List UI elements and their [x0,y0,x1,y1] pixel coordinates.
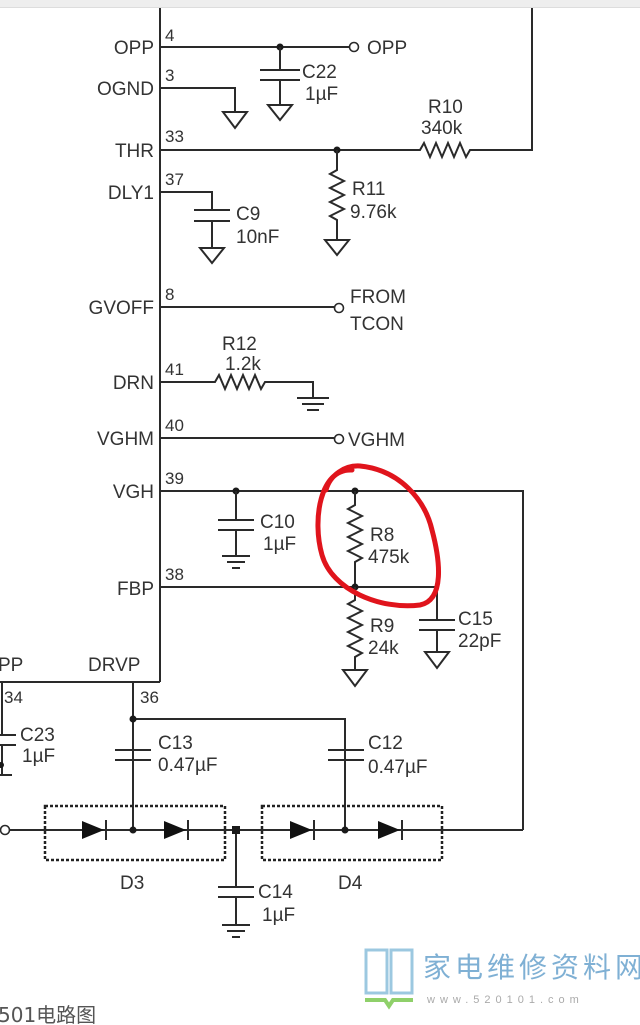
svg-text:8: 8 [165,285,174,304]
svg-text:3: 3 [165,66,174,85]
pin-pp: PP 34 C23 1µF [0,655,55,776]
svg-text:33: 33 [165,127,184,146]
diode-d4: D4 [260,804,444,894]
svg-text:475k: 475k [368,547,410,568]
pin-vgh: VGH 39 [113,469,524,830]
svg-text:D4: D4 [338,873,363,894]
svg-text:C12: C12 [368,733,403,754]
capacitor-c12: C12 0.47µF [328,733,428,778]
svg-text:9.76k: 9.76k [350,202,397,223]
svg-text:R9: R9 [370,616,394,637]
resistor-r9: R9 24k [341,587,399,688]
capacitor-c22: C22 1µF [260,47,338,122]
pin-gvoff: GVOFF 8 FROM TCON [89,285,406,335]
svg-text:1.2k: 1.2k [225,354,261,375]
svg-text:38: 38 [165,565,184,584]
svg-text:FROM: FROM [350,287,406,308]
top-strip [0,0,640,7]
svg-text:36: 36 [140,688,159,707]
svg-text:THR: THR [115,141,154,162]
svg-text:1µF: 1µF [262,905,295,926]
svg-text:37: 37 [165,170,184,189]
svg-text:41: 41 [165,360,184,379]
svg-text:R8: R8 [370,525,394,546]
pin-drn: DRN 41 R12 1.2k [113,334,329,411]
svg-text:C10: C10 [260,512,295,533]
capacitor-c10: C10 1µF [218,491,296,569]
terminal-opp [348,41,360,53]
highlight-circle [315,463,441,609]
svg-text:DRVP: DRVP [88,655,140,676]
pin-dly1: DLY1 37 C9 10nF [108,170,279,265]
svg-text:TCON: TCON [350,314,404,335]
resistor-r8: R8 475k [345,491,410,587]
svg-text:C14: C14 [258,882,293,903]
svg-text:0.47µF: 0.47µF [158,755,218,776]
svg-text:OGND: OGND [97,79,154,100]
svg-text:C13: C13 [158,733,193,754]
svg-text:DLY1: DLY1 [108,183,154,204]
pin-vghm: VGHM 40 VGHM [97,416,405,451]
svg-text:C22: C22 [302,62,337,83]
svg-text:OPP: OPP [367,38,407,59]
svg-text:C23: C23 [20,725,55,746]
svg-text:C9: C9 [236,204,260,225]
svg-text:4: 4 [165,26,174,45]
svg-text:1µF: 1µF [305,84,338,105]
svg-text:10nF: 10nF [236,227,279,248]
svg-text:VGHM: VGHM [348,430,405,451]
svg-text:GVOFF: GVOFF [89,298,154,319]
svg-text:34: 34 [4,688,23,707]
svg-text:40: 40 [165,416,184,435]
capacitor-c13: C13 0.47µF [115,733,218,776]
svg-text:39: 39 [165,469,184,488]
svg-text:R12: R12 [222,334,257,355]
svg-text:D3: D3 [120,873,144,894]
svg-text:www.520101.com: www.520101.com [426,994,584,1006]
pin-ognd: OGND 3 [97,66,249,130]
svg-text:24k: 24k [368,638,399,659]
pin-fbp: FBP 38 [117,565,438,620]
capacitor-c14: C14 1µF [218,834,295,938]
svg-text:C15: C15 [458,609,493,630]
svg-text:DRN: DRN [113,373,154,394]
svg-text:OPP: OPP [114,38,154,59]
watermark: 家电维修资料网 www.520101.com [364,948,640,1010]
resistor-r11: R11 9.76k [322,150,397,257]
pin-opp: OPP 4 OPP [114,26,407,59]
svg-text:1µF: 1µF [263,534,296,555]
capacitor-c15: C15 22pF [419,609,501,670]
ground-icon [221,111,249,130]
book-icon [364,948,414,1010]
diode-d3: D3 [43,804,227,894]
svg-text:FBP: FBP [117,579,154,600]
svg-text:1µF: 1µF [22,746,55,767]
svg-text:0.47µF: 0.47µF [368,757,428,778]
svg-text:22pF: 22pF [458,631,501,652]
svg-text:家电维修资料网: 家电维修资料网 [423,951,640,984]
svg-text:PP: PP [0,655,23,676]
svg-text:R11: R11 [352,179,385,200]
svg-text:R10: R10 [428,97,463,118]
svg-text:340k: 340k [421,118,463,139]
svg-text:VGHM: VGHM [97,429,154,450]
pin-thr: THR 33 R10 340k [115,8,533,162]
svg-text:VGH: VGH [113,482,154,503]
figure-caption: 501电路图 [0,1003,96,1025]
